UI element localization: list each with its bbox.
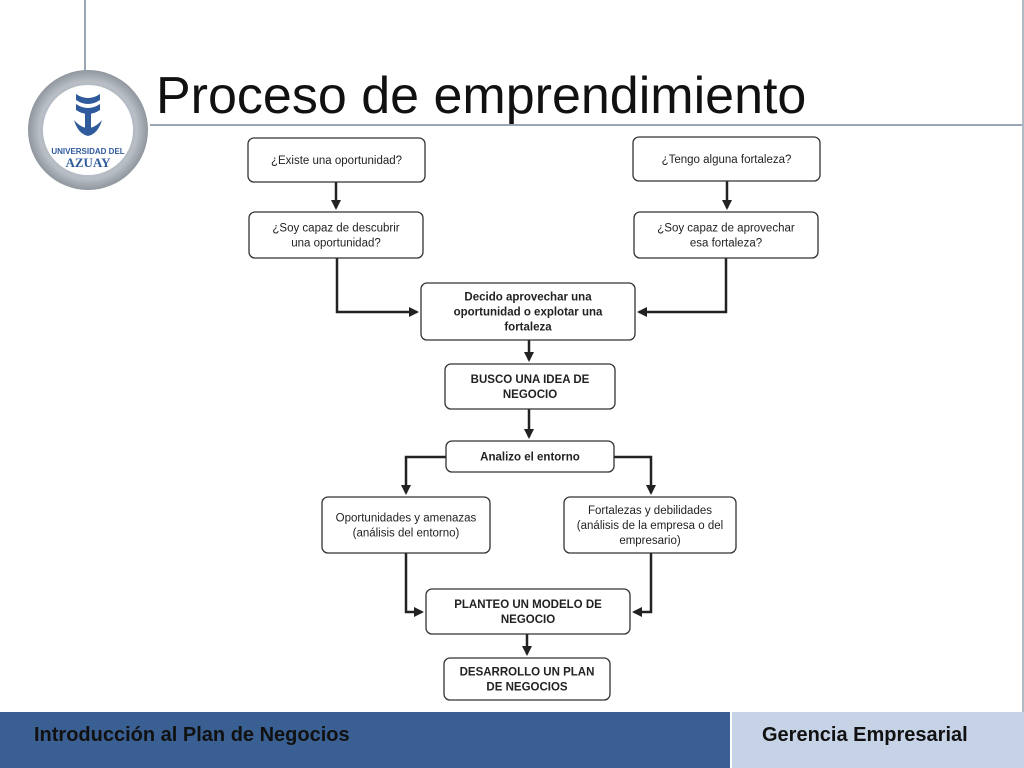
flow-arrow	[401, 455, 446, 495]
footer-subject-bar: Gerencia Empresarial	[732, 712, 1024, 768]
node-text-line: NEGOCIO	[501, 614, 555, 626]
logo-text-line1: UNIVERSIDAD DEL	[51, 147, 124, 156]
flow-arrow	[637, 258, 728, 317]
node-text-line: Decido aprovechar una	[464, 292, 592, 304]
node-text-line: NEGOCIO	[503, 389, 557, 401]
logo-text-line2: AZUAY	[65, 155, 111, 170]
flowchart: ¿Existe una oportunidad? ¿Soy capaz de de…	[247, 136, 821, 701]
node-tengo-fortaleza: ¿Tengo alguna fortaleza?	[632, 136, 821, 182]
node-text-line: (análisis de la empresa o del	[577, 520, 723, 532]
flow-arrow	[632, 553, 653, 617]
footer-course-title: Introducción al Plan de Negocios	[34, 724, 350, 746]
node-text-line: una oportunidad?	[291, 238, 381, 250]
node-text-line: oportunidad o explotar una	[454, 307, 603, 319]
node-text-line: fortaleza	[504, 322, 552, 334]
node-text-line: PLANTEO UN MODELO DE	[454, 599, 602, 611]
node-oportunidades-amenazas: Oportunidades y amenazas (análisis del en…	[321, 496, 491, 554]
node-text-line: ¿Soy capaz de aprovechar	[657, 223, 795, 235]
node-text-line: (análisis del entorno)	[353, 528, 460, 540]
node-text-line: ¿Tengo alguna fortaleza?	[662, 154, 792, 166]
node-analizo-entorno: Analizo el entorno	[445, 440, 615, 473]
node-existe-oportunidad: ¿Existe una oportunidad?	[247, 137, 426, 183]
decorative-vertical-line	[84, 0, 86, 126]
node-planteo-modelo: PLANTEO UN MODELO DE NEGOCIO	[425, 588, 631, 635]
footer-course-bar: Introducción al Plan de Negocios	[0, 712, 730, 768]
node-decido-aprovechar: Decido aprovechar una oportunidad o explo…	[420, 282, 636, 341]
node-busco-idea: BUSCO UNA IDEA DE NEGOCIO	[444, 363, 616, 410]
node-text-line: DE NEGOCIOS	[486, 682, 567, 694]
node-text-line: DESARROLLO UN PLAN	[460, 667, 595, 679]
node-text-line: BUSCO UNA IDEA DE	[471, 374, 590, 386]
node-text-line: Fortalezas y debilidades	[588, 505, 712, 517]
flow-arrow	[335, 258, 419, 317]
footer-subject-title: Gerencia Empresarial	[762, 724, 968, 746]
node-text-line: ¿Existe una oportunidad?	[271, 155, 402, 167]
node-fortalezas-debilidades: Fortalezas y debilidades (análisis de la …	[563, 496, 737, 554]
university-emblem-icon: UNIVERSIDAD DEL AZUAY	[51, 94, 125, 170]
university-logo: UNIVERSIDAD DEL AZUAY	[28, 70, 148, 190]
flow-arrow	[614, 455, 656, 495]
node-desarrollo-plan: DESARROLLO UN PLAN DE NEGOCIOS	[443, 657, 611, 701]
node-text-line: ¿Soy capaz de descubrir	[272, 223, 399, 235]
title-underline	[150, 124, 1024, 126]
node-soy-capaz-descubrir: ¿Soy capaz de descubrir una oportunidad?	[248, 211, 424, 259]
decorative-right-border	[1022, 0, 1024, 712]
node-soy-capaz-aprovechar: ¿Soy capaz de aprovechar esa fortaleza?	[633, 211, 819, 259]
flow-arrow	[404, 553, 424, 617]
node-text-line: Oportunidades y amenazas	[336, 513, 477, 525]
node-text-line: empresario)	[619, 535, 681, 547]
node-text-line: Analizo el entorno	[480, 452, 580, 464]
page-title: Proceso de emprendimiento	[156, 67, 807, 125]
node-text-line: esa fortaleza?	[690, 238, 762, 250]
